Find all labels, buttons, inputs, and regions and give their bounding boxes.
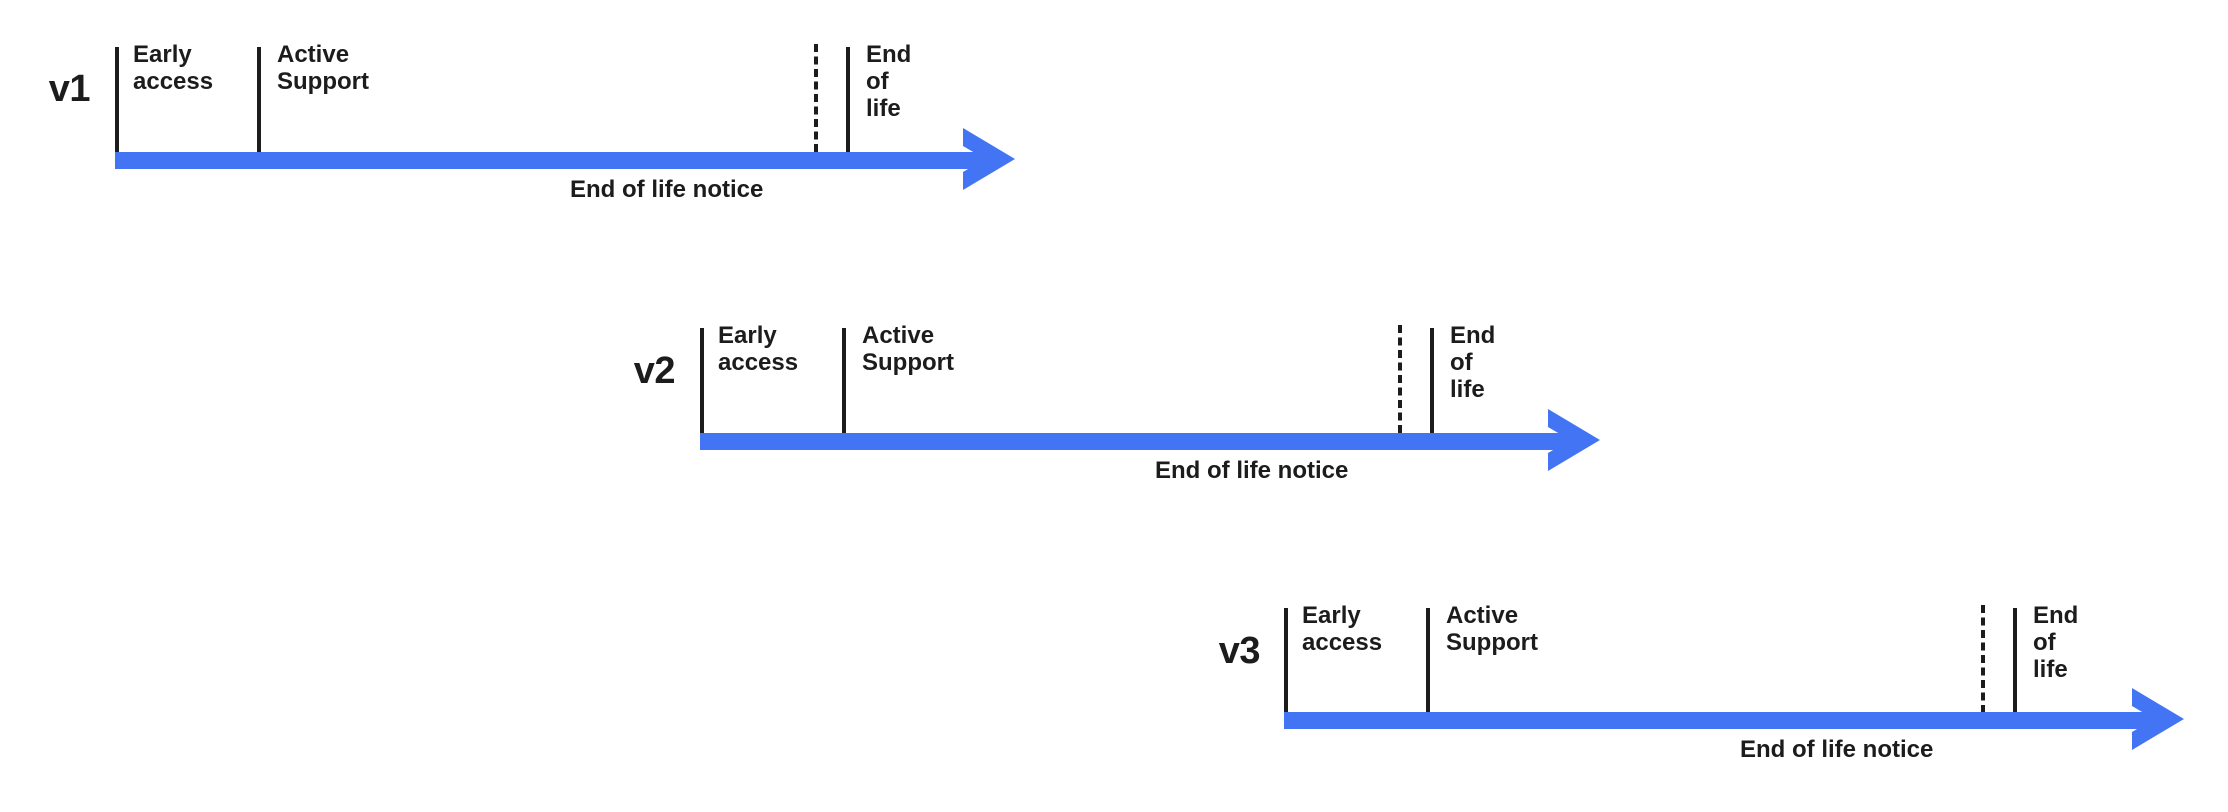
timeline-arrow-head-v2 (1540, 407, 1606, 473)
timeline-bar-v3 (1284, 712, 2159, 729)
phase-divider-eol-notice-v3 (1981, 605, 1985, 713)
phase-label-end-of-life-v1: End of life (866, 41, 912, 122)
phase-label-end-of-life-v2: End of life (1450, 322, 1496, 403)
phase-divider-start-v2 (700, 328, 704, 433)
timeline-arrow-head-v3 (2124, 686, 2190, 752)
phase-label-early-access-v1: Early access (133, 41, 214, 95)
phase-divider-active-support-v1 (257, 47, 261, 152)
phase-divider-active-support-v2 (842, 328, 846, 433)
phase-divider-start-v1 (115, 47, 119, 152)
phase-divider-start-v3 (1284, 608, 1288, 713)
phase-divider-end-of-life-v3 (2013, 608, 2017, 713)
timeline-bar-v2 (700, 433, 1575, 450)
phase-label-active-support-v1: Active Support (277, 41, 369, 95)
eol-notice-label-v1: End of life notice (570, 176, 764, 203)
phase-label-early-access-v2: Early access (718, 322, 799, 376)
version-label-v3: v3 (1218, 630, 1261, 672)
version-label-v1: v1 (48, 68, 91, 110)
version-label-v2: v2 (633, 350, 676, 392)
timeline-bar-v1 (115, 152, 990, 169)
timeline-arrow-head-v1 (955, 126, 1021, 192)
eol-notice-label-v2: End of life notice (1155, 457, 1349, 484)
phase-divider-eol-notice-v1 (814, 44, 818, 152)
phase-divider-active-support-v3 (1426, 608, 1430, 713)
phase-divider-end-of-life-v1 (846, 47, 850, 152)
phase-label-early-access-v3: Early access (1302, 602, 1383, 656)
phase-label-active-support-v3: Active Support (1446, 602, 1538, 656)
phase-divider-eol-notice-v2 (1398, 325, 1402, 433)
eol-notice-label-v3: End of life notice (1740, 736, 1934, 763)
phase-label-active-support-v2: Active Support (862, 322, 954, 376)
phase-label-end-of-life-v3: End of life (2033, 602, 2079, 683)
phase-divider-end-of-life-v2 (1430, 328, 1434, 433)
